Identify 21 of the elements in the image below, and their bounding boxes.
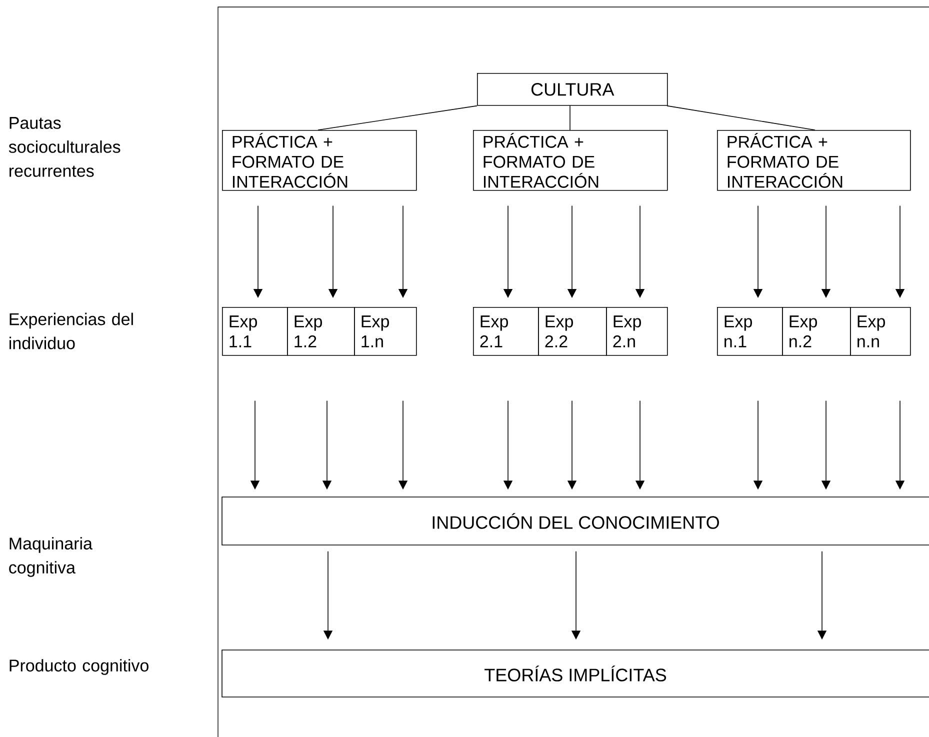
connector-line [318, 105, 478, 130]
experience-cell: Exp 1.1 [222, 307, 288, 356]
row-label: Producto cognitivo [10, 659, 148, 675]
row-label: Maquinaria cognitiva [9, 537, 92, 577]
experience-cell: Exp 1.2 [287, 307, 355, 356]
experience-cell: Exp 2.2 [538, 307, 607, 356]
experience-cell: Exp n.n [850, 307, 911, 356]
experience-cell: Exp 2.1 [473, 307, 539, 356]
row-label: Pautas socioculturales recurrentes [8, 117, 120, 177]
process-band: TEORÍAS IMPLÍCITAS [222, 650, 929, 698]
experience-cell: Exp 2.n [606, 307, 668, 356]
process-band: INDUCCIÓN DEL CONOCIMIENTO [222, 496, 929, 546]
experience-cell: Exp 1.n [354, 307, 417, 356]
row-label: Experiencias del individuo [10, 312, 133, 350]
practice-box: PRÁCTICA + FORMATO DE INTERACCIÓN [222, 130, 417, 191]
culture-box: CULTURA [477, 73, 668, 106]
practice-box: PRÁCTICA + FORMATO DE INTERACCIÓN [473, 130, 668, 191]
experience-cell: Exp n.2 [782, 307, 851, 356]
connector-line [666, 105, 816, 130]
experience-cell: Exp n.1 [717, 307, 783, 356]
practice-box: PRÁCTICA + FORMATO DE INTERACCIÓN [717, 130, 911, 191]
